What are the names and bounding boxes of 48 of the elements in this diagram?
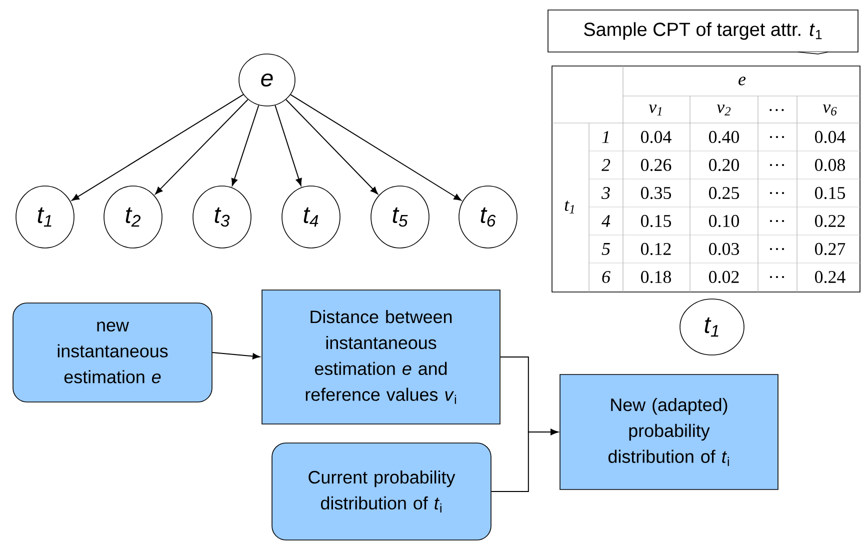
table-cell: 0.08 (815, 158, 845, 172)
table-cell: 0.22 (815, 214, 845, 228)
table-cell: 0.10 (709, 214, 739, 228)
arrow (490, 428, 558, 492)
arrow (155, 99, 248, 194)
table-cell: … (770, 192, 784, 194)
arrow (72, 94, 244, 201)
table-cell: 0.20 (709, 158, 739, 172)
table-cell: v$_{2}$ (716, 104, 731, 116)
table-cell: e (738, 76, 746, 86)
table-cell: 0.12 (641, 242, 671, 256)
table-cell: v$_{1}$ (648, 104, 662, 116)
table-cell: … (770, 136, 784, 138)
table-cell: 3 (602, 186, 610, 200)
arrow (286, 99, 378, 194)
table-cell: 0.15 (815, 186, 845, 200)
table-cell: 0.35 (641, 186, 671, 200)
process-box: New (adapted) probability distribution of t$_{i}$ (560, 374, 778, 490)
table-cell: 6 (602, 270, 610, 284)
arrow (274, 104, 302, 186)
table-cell: 2 (602, 159, 610, 171)
table-cell: v$_{6}$ (822, 104, 837, 116)
table-cell: 0.18 (641, 270, 671, 284)
input-box: new instantaneous estimation e (12, 302, 212, 402)
arrow (231, 104, 260, 186)
table-cell: 0.03 (709, 242, 739, 256)
table-cell: 0.15 (641, 214, 671, 228)
table-cell: … (770, 220, 784, 222)
table-cell: 0.04 (641, 130, 672, 144)
table-cell: 0.04 (815, 130, 846, 144)
table-cell: … (770, 248, 784, 250)
table-cell: 0.25 (709, 186, 739, 200)
process-box: Distance between instantaneous estimation e and reference values v$_{i}$ (262, 290, 500, 424)
table-cell: 0.40 (709, 130, 739, 144)
input-box: Current probability distribution of t$_{i}$ (272, 442, 492, 540)
table-cell: 0.26 (641, 158, 672, 172)
table-cell: 0.27 (815, 242, 846, 256)
table-cell: … (770, 108, 784, 112)
table-cell: … (770, 164, 784, 166)
table-cell: t$_{1}$ (564, 200, 574, 214)
arrow (290, 94, 462, 201)
callout-box: Sample CPT of target attr. t$_{1}$ (548, 10, 858, 54)
arrow (212, 352, 260, 360)
table-cell: 4 (602, 215, 610, 227)
table-cell: … (770, 276, 784, 278)
table-cell: 1 (602, 131, 609, 143)
table-cell: 5 (602, 243, 610, 255)
table-cell: 0.24 (815, 270, 846, 284)
